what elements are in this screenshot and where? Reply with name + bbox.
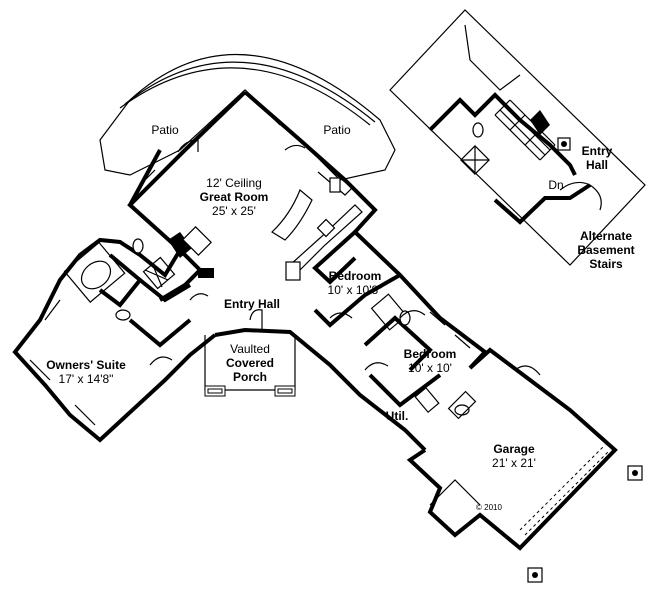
kitchen-island bbox=[271, 189, 313, 241]
patio-left-label: Patio bbox=[151, 123, 179, 137]
entry-hall-label: Entry Hall bbox=[224, 297, 280, 311]
kitchen-counter bbox=[285, 164, 363, 281]
bedroom2-name-label: Bedroom bbox=[404, 347, 457, 361]
copyright-label: © 2010 bbox=[476, 503, 502, 512]
owners-suite-size-label: 17' x 14'8" bbox=[59, 372, 114, 386]
covered-porch bbox=[204, 335, 296, 397]
patio-right-label: Patio bbox=[323, 123, 351, 137]
interior-walls bbox=[98, 230, 442, 408]
garage bbox=[406, 347, 618, 551]
doors bbox=[149, 139, 541, 376]
bedroom1-name-label: Bedroom bbox=[329, 269, 382, 283]
owners-bath bbox=[63, 238, 176, 321]
bedroom-bath bbox=[370, 293, 440, 414]
inset-alternate-stairs bbox=[389, 9, 646, 266]
great-room-ceiling-label: 12' Ceiling bbox=[206, 176, 262, 190]
util-label: Util. bbox=[386, 409, 409, 423]
fireplace bbox=[168, 226, 214, 278]
inset-down-label: Dn bbox=[548, 178, 563, 192]
garage-size-label: 21' x 21' bbox=[492, 456, 536, 470]
porch-line1-label: Vaulted bbox=[230, 342, 270, 356]
inset-entry-label-line1: Entry bbox=[582, 144, 613, 158]
bedroom1-size-label: 10' x 10'8" bbox=[328, 283, 383, 297]
garage-name-label: Garage bbox=[493, 442, 535, 456]
porch-line3-label: Porch bbox=[233, 370, 267, 384]
bedroom2-size-label: 10' x 10' bbox=[408, 361, 452, 375]
exterior-lights bbox=[527, 465, 643, 583]
great-room-name-label: Great Room bbox=[200, 190, 269, 204]
porch-line2-label: Covered bbox=[226, 356, 274, 370]
stair-treads bbox=[494, 99, 556, 161]
patio-outline bbox=[99, 53, 396, 181]
owners-suite-name-label: Owners' Suite bbox=[46, 358, 126, 372]
inset-caption-line2: Basement bbox=[577, 243, 634, 257]
great-room-size-label: 25' x 25' bbox=[212, 204, 256, 218]
inset-entry-label-line2: Hall bbox=[586, 158, 608, 172]
inset-caption-line3: Stairs bbox=[589, 257, 623, 271]
inset-caption-line1: Alternate bbox=[580, 229, 632, 243]
windows bbox=[29, 109, 471, 426]
